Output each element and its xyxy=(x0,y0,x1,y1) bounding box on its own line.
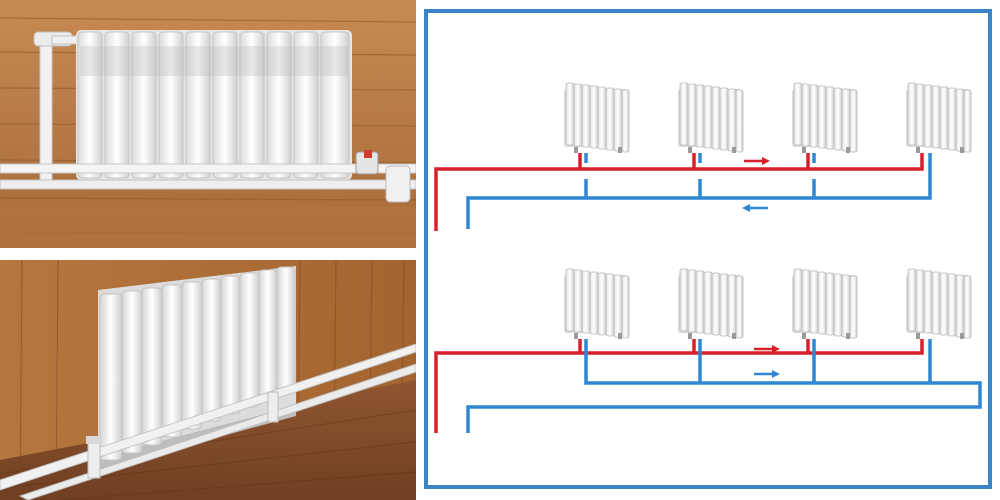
radiator-icon xyxy=(677,268,744,340)
diagram-frame xyxy=(424,9,992,489)
supply-line xyxy=(434,339,924,433)
radiator-photo-icon xyxy=(0,260,416,500)
valve-cap xyxy=(364,150,372,158)
radiator-body xyxy=(76,30,352,180)
supply-arrow-right-icon xyxy=(744,157,770,165)
return-pipe-horizontal xyxy=(0,179,416,190)
radiator-icon xyxy=(563,268,630,340)
return-pipe-floor xyxy=(18,363,416,500)
riser-pipe xyxy=(39,33,53,185)
supply-line xyxy=(434,153,924,231)
radiator-icon xyxy=(677,82,744,154)
radiator-icon xyxy=(905,268,972,340)
floor-level-pipe-radiator-photo xyxy=(0,260,416,500)
radiator-icon xyxy=(563,82,630,154)
radiator-icon xyxy=(905,82,972,154)
supply-pipe-horizontal xyxy=(0,163,416,174)
radiator-photo-icon xyxy=(0,0,416,248)
return-line xyxy=(466,153,932,229)
horizontal-pipe-radiator-photo xyxy=(0,0,416,248)
tichelman-two-pipe-scheme xyxy=(434,268,982,433)
return-arrow-left-icon xyxy=(742,204,768,212)
radiator-icon xyxy=(791,82,858,154)
return-line xyxy=(466,339,982,433)
bottom-valve xyxy=(87,441,101,479)
supply-arrow-right-icon xyxy=(754,345,780,353)
supply-pipe-floor xyxy=(0,343,416,491)
dead-end-two-pipe-scheme xyxy=(434,82,972,231)
radiator-icon xyxy=(791,268,858,340)
piping-schemes-diagram xyxy=(434,82,982,433)
return-arrow-right-icon xyxy=(754,370,780,378)
